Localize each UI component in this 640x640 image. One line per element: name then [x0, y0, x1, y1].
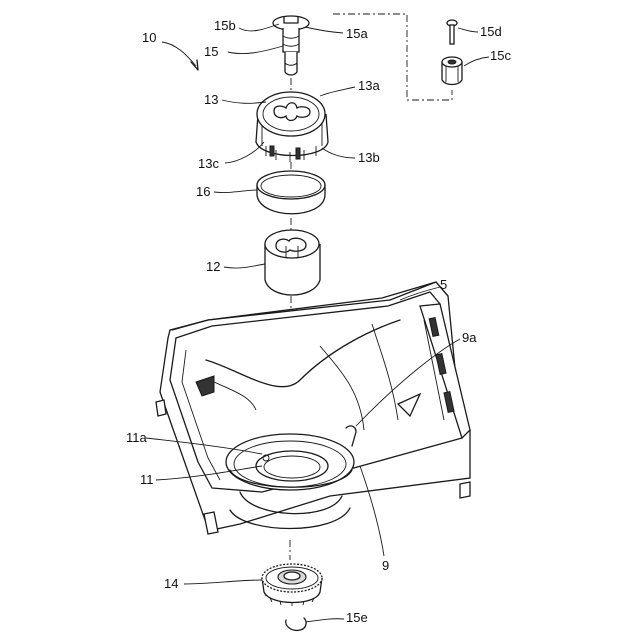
label-13c: 13c	[198, 156, 219, 171]
label-15a: 15a	[346, 26, 368, 41]
part-5-housing	[156, 282, 470, 534]
part-15e-snap-ring	[286, 618, 306, 630]
label-16: 16	[196, 184, 210, 199]
label-13b: 13b	[358, 150, 380, 165]
part-15-pin	[273, 16, 309, 75]
part-14-gear	[262, 564, 322, 606]
label-13: 13	[204, 92, 218, 107]
part-16-ring	[257, 171, 325, 214]
label-15e: 15e	[346, 610, 368, 625]
label-10: 10	[142, 30, 156, 45]
part-11-base	[226, 434, 354, 490]
part-15c-bushing	[442, 57, 462, 85]
part-15d-small-pin	[447, 20, 457, 44]
label-11a: 11a	[126, 430, 147, 445]
part-13-cap	[256, 92, 328, 162]
label-9a: 9a	[462, 330, 477, 345]
label-13a: 13a	[358, 78, 380, 93]
label-15: 15	[204, 44, 218, 59]
reference-10-arrow	[162, 42, 198, 70]
label-11: 11	[140, 472, 154, 487]
label-15d: 15d	[480, 24, 502, 39]
part-12-cylinder	[265, 230, 320, 295]
label-9: 9	[382, 558, 389, 573]
label-5: 5	[440, 277, 447, 292]
label-12: 12	[206, 259, 220, 274]
label-15b: 15b	[214, 18, 236, 33]
label-14: 14	[164, 576, 178, 591]
label-15c: 15c	[490, 48, 511, 63]
